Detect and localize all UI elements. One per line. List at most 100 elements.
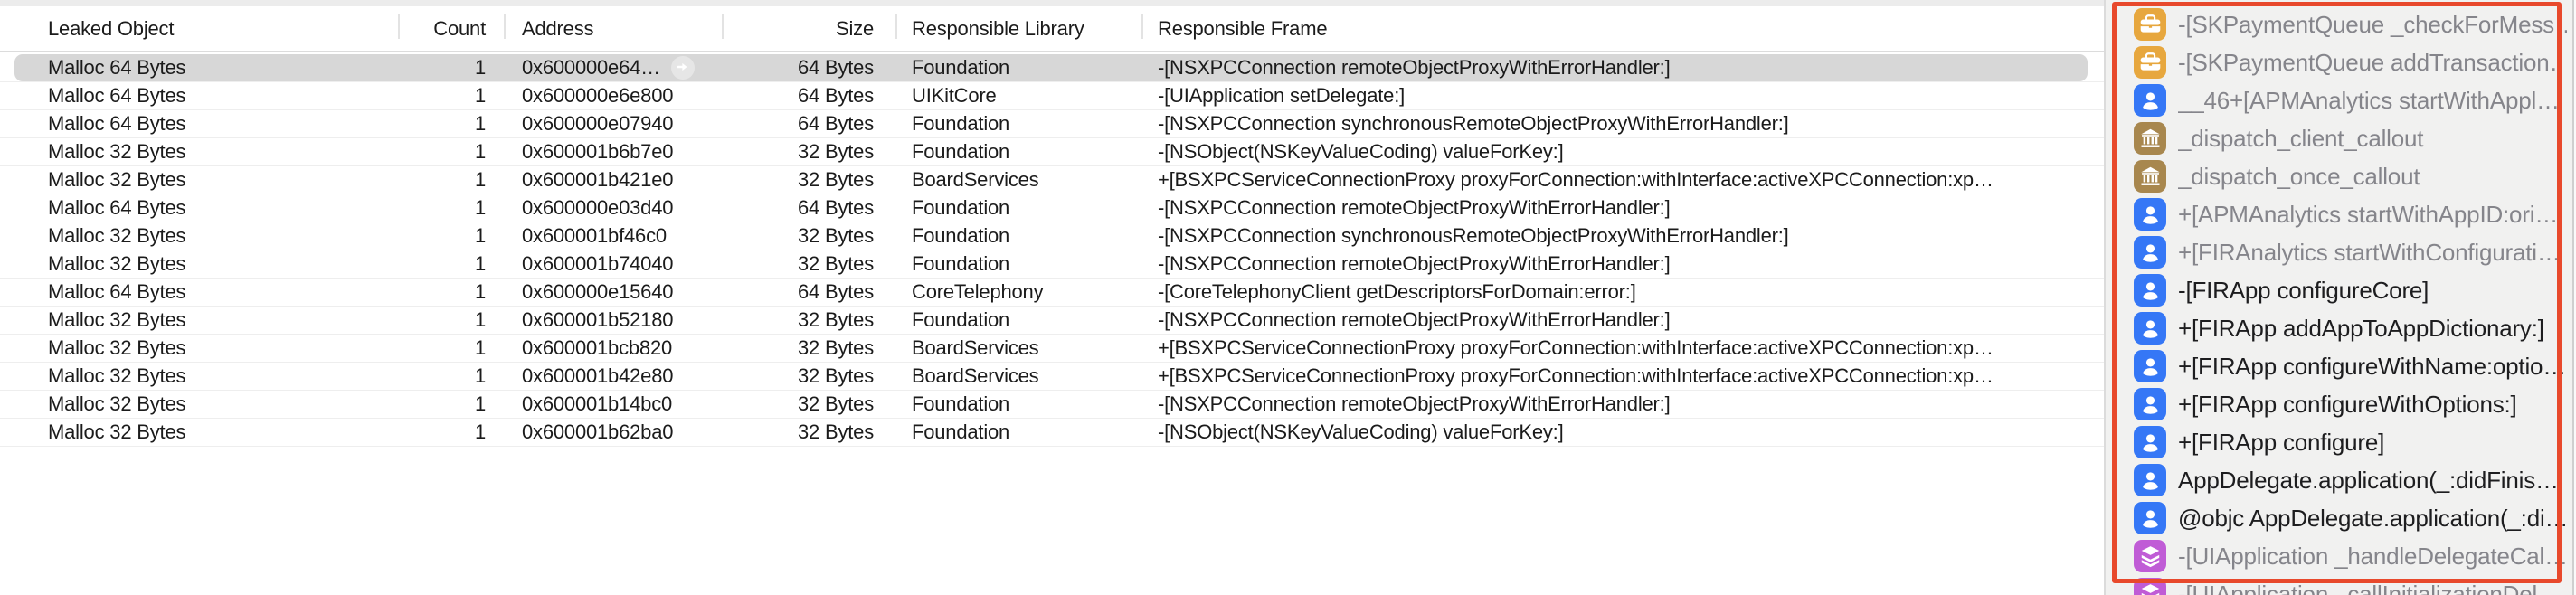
stack-frame-item[interactable]: -[UIApplication _handleDelegateCal… [2117, 537, 2569, 575]
stack-frame-label: +[FIRApp configureWithName:optio… [2178, 352, 2567, 380]
responsible-frame-cell: -[NSXPCConnection synchronousRemoteObjec… [1158, 112, 1789, 135]
table-row[interactable]: Malloc 64 Bytes 1 0x600000e07940 64 Byte… [0, 110, 2104, 138]
column-header-count[interactable]: Count [433, 16, 486, 40]
table-row[interactable]: Malloc 64 Bytes 1 0x600000e15640 64 Byte… [0, 279, 2104, 307]
count-cell: 1 [474, 280, 486, 303]
leaked-object-cell: Malloc 64 Bytes [48, 196, 186, 219]
leaked-object-cell: Malloc 32 Bytes [48, 252, 186, 275]
stack-frame-item[interactable]: -[UIApplication _callInitializationDel… [2117, 575, 2569, 595]
responsible-frame-cell: +[BSXPCServiceConnectionProxy proxyForCo… [1158, 336, 1994, 359]
stack-frame-item[interactable]: @objc AppDelegate.application(_:di… [2117, 499, 2569, 537]
stack-frame-item[interactable]: +[FIRApp configureWithName:optio… [2117, 347, 2569, 385]
responsible-frame-cell: -[NSXPCConnection synchronousRemoteObjec… [1158, 224, 1789, 247]
count-cell: 1 [474, 336, 486, 359]
bank-icon [2134, 122, 2166, 155]
stack-frame-label: -[UIApplication _handleDelegateCal… [2178, 542, 2567, 570]
responsible-frame-cell: -[NSXPCConnection remoteObjectProxyWithE… [1158, 252, 1671, 275]
table-row[interactable]: Malloc 32 Bytes 1 0x600001b74040 32 Byte… [0, 250, 2104, 279]
responsible-frame-cell: -[NSXPCConnection remoteObjectProxyWithE… [1158, 392, 1671, 415]
leaked-object-cell: Malloc 32 Bytes [48, 224, 186, 247]
stack-frame-label: -[FIRApp configureCore] [2178, 276, 2429, 304]
address-cell: 0x600000e07940 [522, 112, 674, 135]
leaked-object-cell: Malloc 32 Bytes [48, 364, 186, 387]
table-row[interactable]: Malloc 32 Bytes 1 0x600001b42e80 32 Byte… [0, 363, 2104, 391]
table-row[interactable]: Malloc 32 Bytes 1 0x600001b421e0 32 Byte… [0, 166, 2104, 194]
column-header-size[interactable]: Size [836, 16, 874, 40]
table-row[interactable]: Malloc 32 Bytes 1 0x600001b52180 32 Byte… [0, 307, 2104, 335]
stack-frame-item[interactable]: -[FIRApp configureCore] [2117, 271, 2569, 309]
responsible-frame-cell: -[NSXPCConnection remoteObjectProxyWithE… [1158, 56, 1671, 79]
column-header-leaked-object[interactable]: Leaked Object [48, 16, 175, 40]
responsible-frame-cell: +[BSXPCServiceConnectionProxy proxyForCo… [1158, 364, 1994, 387]
stack-frame-item[interactable]: +[FIRApp addAppToAppDictionary:] [2117, 309, 2569, 347]
address-cell: 0x600001b14bc0 [522, 392, 673, 415]
table-row[interactable]: Malloc 32 Bytes 1 0x600001bf46c0 32 Byte… [0, 222, 2104, 250]
count-cell: 1 [474, 420, 486, 443]
column-divider[interactable] [1141, 14, 1143, 39]
stack-frame-item[interactable]: AppDelegate.application(_:didFinis… [2117, 461, 2569, 499]
pane-top-strip [0, 0, 2104, 6]
size-cell: 32 Bytes [797, 392, 874, 415]
stack-frame-label: AppDelegate.application(_:didFinis… [2178, 466, 2559, 494]
row-selection-highlight [14, 54, 2088, 81]
column-divider[interactable] [504, 14, 506, 39]
column-header-address[interactable]: Address [522, 16, 594, 40]
leaks-table-pane: Leaked Object Count Address Size Respons… [0, 0, 2104, 447]
table-row[interactable]: Malloc 32 Bytes 1 0x600001bcb820 32 Byte… [0, 335, 2104, 363]
stack-frame-item[interactable]: -[SKPaymentQueue addTransaction… [2117, 43, 2569, 81]
count-cell: 1 [474, 308, 486, 331]
size-cell: 64 Bytes [797, 196, 874, 219]
stack-frame-label: +[FIRApp configure] [2178, 428, 2385, 456]
count-cell: 1 [474, 392, 486, 415]
stack-frame-item[interactable]: _dispatch_client_callout [2117, 119, 2569, 157]
count-cell: 1 [474, 224, 486, 247]
address-cell: 0x600001b421e0 [522, 168, 674, 191]
column-divider[interactable] [722, 14, 724, 39]
stack-frame-label: __46+[APMAnalytics startWithAppl… [2178, 86, 2560, 114]
responsible-frame-cell: -[NSObject(NSKeyValueCoding) valueForKey… [1158, 420, 1564, 443]
pane-divider[interactable] [2104, 0, 2106, 595]
person-icon [2134, 464, 2166, 496]
stack-frame-item[interactable]: _dispatch_once_callout [2117, 157, 2569, 195]
responsible-frame-cell: +[BSXPCServiceConnectionProxy proxyForCo… [1158, 168, 1994, 191]
responsible-frame-cell: -[NSObject(NSKeyValueCoding) valueForKey… [1158, 140, 1564, 163]
size-cell: 32 Bytes [797, 364, 874, 387]
stack-frame-item[interactable]: +[FIRAnalytics startWithConfigurati… [2117, 233, 2569, 271]
bank-icon [2134, 160, 2166, 193]
responsible-frame-cell: -[CoreTelephonyClient getDescriptorsForD… [1158, 280, 1636, 303]
stack-frame-item[interactable]: -[SKPaymentQueue _checkForMess… [2117, 5, 2569, 43]
table-row[interactable]: Malloc 64 Bytes 1 0x600000e64… 64 Bytes … [0, 54, 2104, 82]
leaked-object-cell: Malloc 64 Bytes [48, 56, 186, 79]
count-cell: 1 [474, 196, 486, 219]
scrollbar-track[interactable] [2572, 0, 2574, 595]
stack-trace-pane: -[SKPaymentQueue _checkForMess… -[SKPaym… [2106, 0, 2576, 595]
table-row[interactable]: Malloc 64 Bytes 1 0x600000e03d40 64 Byte… [0, 194, 2104, 222]
count-cell: 1 [474, 140, 486, 163]
column-header-responsible-library[interactable]: Responsible Library [912, 16, 1084, 40]
column-divider[interactable] [398, 14, 400, 39]
table-row[interactable]: Malloc 32 Bytes 1 0x600001b6b7e0 32 Byte… [0, 138, 2104, 166]
stack-frame-item[interactable]: +[APMAnalytics startWithAppID:ori… [2117, 195, 2569, 233]
column-header-responsible-frame[interactable]: Responsible Frame [1158, 16, 1328, 40]
stack-frame-label: +[FIRApp configureWithOptions:] [2178, 390, 2517, 418]
table-row[interactable]: Malloc 32 Bytes 1 0x600001b14bc0 32 Byte… [0, 391, 2104, 419]
briefcase-icon [2134, 46, 2166, 79]
leaked-object-cell: Malloc 32 Bytes [48, 308, 186, 331]
stack-frame-item[interactable]: __46+[APMAnalytics startWithAppl… [2117, 81, 2569, 119]
stack-frame-label: +[FIRAnalytics startWithConfigurati… [2178, 238, 2561, 266]
responsible-frame-cell: -[NSXPCConnection remoteObjectProxyWithE… [1158, 308, 1671, 331]
address-cell: 0x600001bf46c0 [522, 224, 667, 247]
table-row[interactable]: Malloc 64 Bytes 1 0x600000e6e800 64 Byte… [0, 82, 2104, 110]
responsible-library-cell: Foundation [912, 308, 1010, 331]
stack-frame-item[interactable]: +[FIRApp configure] [2117, 423, 2569, 461]
stack-frame-label: @objc AppDelegate.application(_:di… [2178, 504, 2567, 532]
count-cell: 1 [474, 112, 486, 135]
count-cell: 1 [474, 56, 486, 79]
address-detail-arrow-button[interactable] [670, 56, 695, 80]
table-row[interactable]: Malloc 32 Bytes 1 0x600001b62ba0 32 Byte… [0, 419, 2104, 447]
size-cell: 32 Bytes [797, 140, 874, 163]
column-divider[interactable] [895, 14, 897, 39]
responsible-library-cell: Foundation [912, 56, 1010, 79]
stack-frame-item[interactable]: +[FIRApp configureWithOptions:] [2117, 385, 2569, 423]
